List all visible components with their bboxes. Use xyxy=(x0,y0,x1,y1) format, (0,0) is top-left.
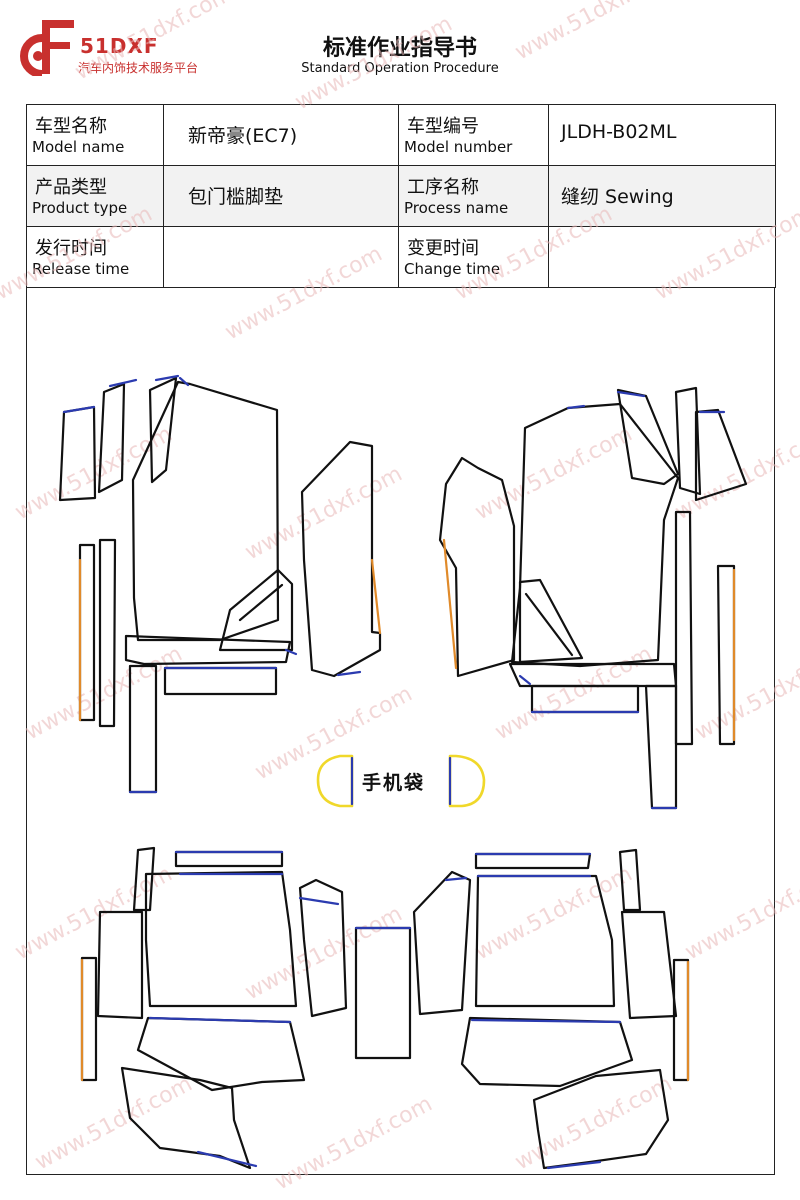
phone-pocket-label: 手机袋 xyxy=(362,772,426,794)
product-type-label-cn: 产品类型 xyxy=(35,177,107,198)
product-type-value-cell: 包门槛脚垫 xyxy=(163,165,399,227)
model-name-label-en: Model name xyxy=(32,138,125,156)
model-name-value-cell: 新帝豪(EC7) xyxy=(163,104,399,166)
model-number-value: JLDH-B02ML xyxy=(561,121,677,143)
process-name-label-cn: 工序名称 xyxy=(407,177,479,198)
model-number-label-en: Model number xyxy=(404,138,513,156)
model-name-value: 新帝豪(EC7) xyxy=(188,125,298,147)
model-name-label-cn: 车型名称 xyxy=(35,116,107,137)
model-number-label-cell: 车型编号 Model number xyxy=(398,104,549,166)
process-name-value: 缝纫 Sewing xyxy=(561,186,674,208)
model-number-label-cn: 车型编号 xyxy=(407,116,479,137)
info-row-model: 车型名称 Model name 新帝豪(EC7) 车型编号 Model numb… xyxy=(26,104,776,166)
process-name-label-cell: 工序名称 Process name xyxy=(398,165,549,227)
pattern-group-lower-right xyxy=(412,848,690,1170)
pattern-group-center xyxy=(354,926,412,1060)
change-time-label-cn: 变更时间 xyxy=(407,238,479,259)
product-type-value: 包门槛脚垫 xyxy=(188,186,284,208)
logo-mark-icon xyxy=(20,20,74,76)
pattern-group-upper-right xyxy=(438,386,748,810)
product-type-label-en: Product type xyxy=(32,199,128,217)
pattern-group-upper-left xyxy=(58,374,382,794)
pattern-group-lower-left xyxy=(80,846,348,1170)
model-number-value-cell: JLDH-B02ML xyxy=(548,104,776,166)
phone-pocket-group xyxy=(316,754,486,808)
process-name-label-en: Process name xyxy=(404,199,509,217)
